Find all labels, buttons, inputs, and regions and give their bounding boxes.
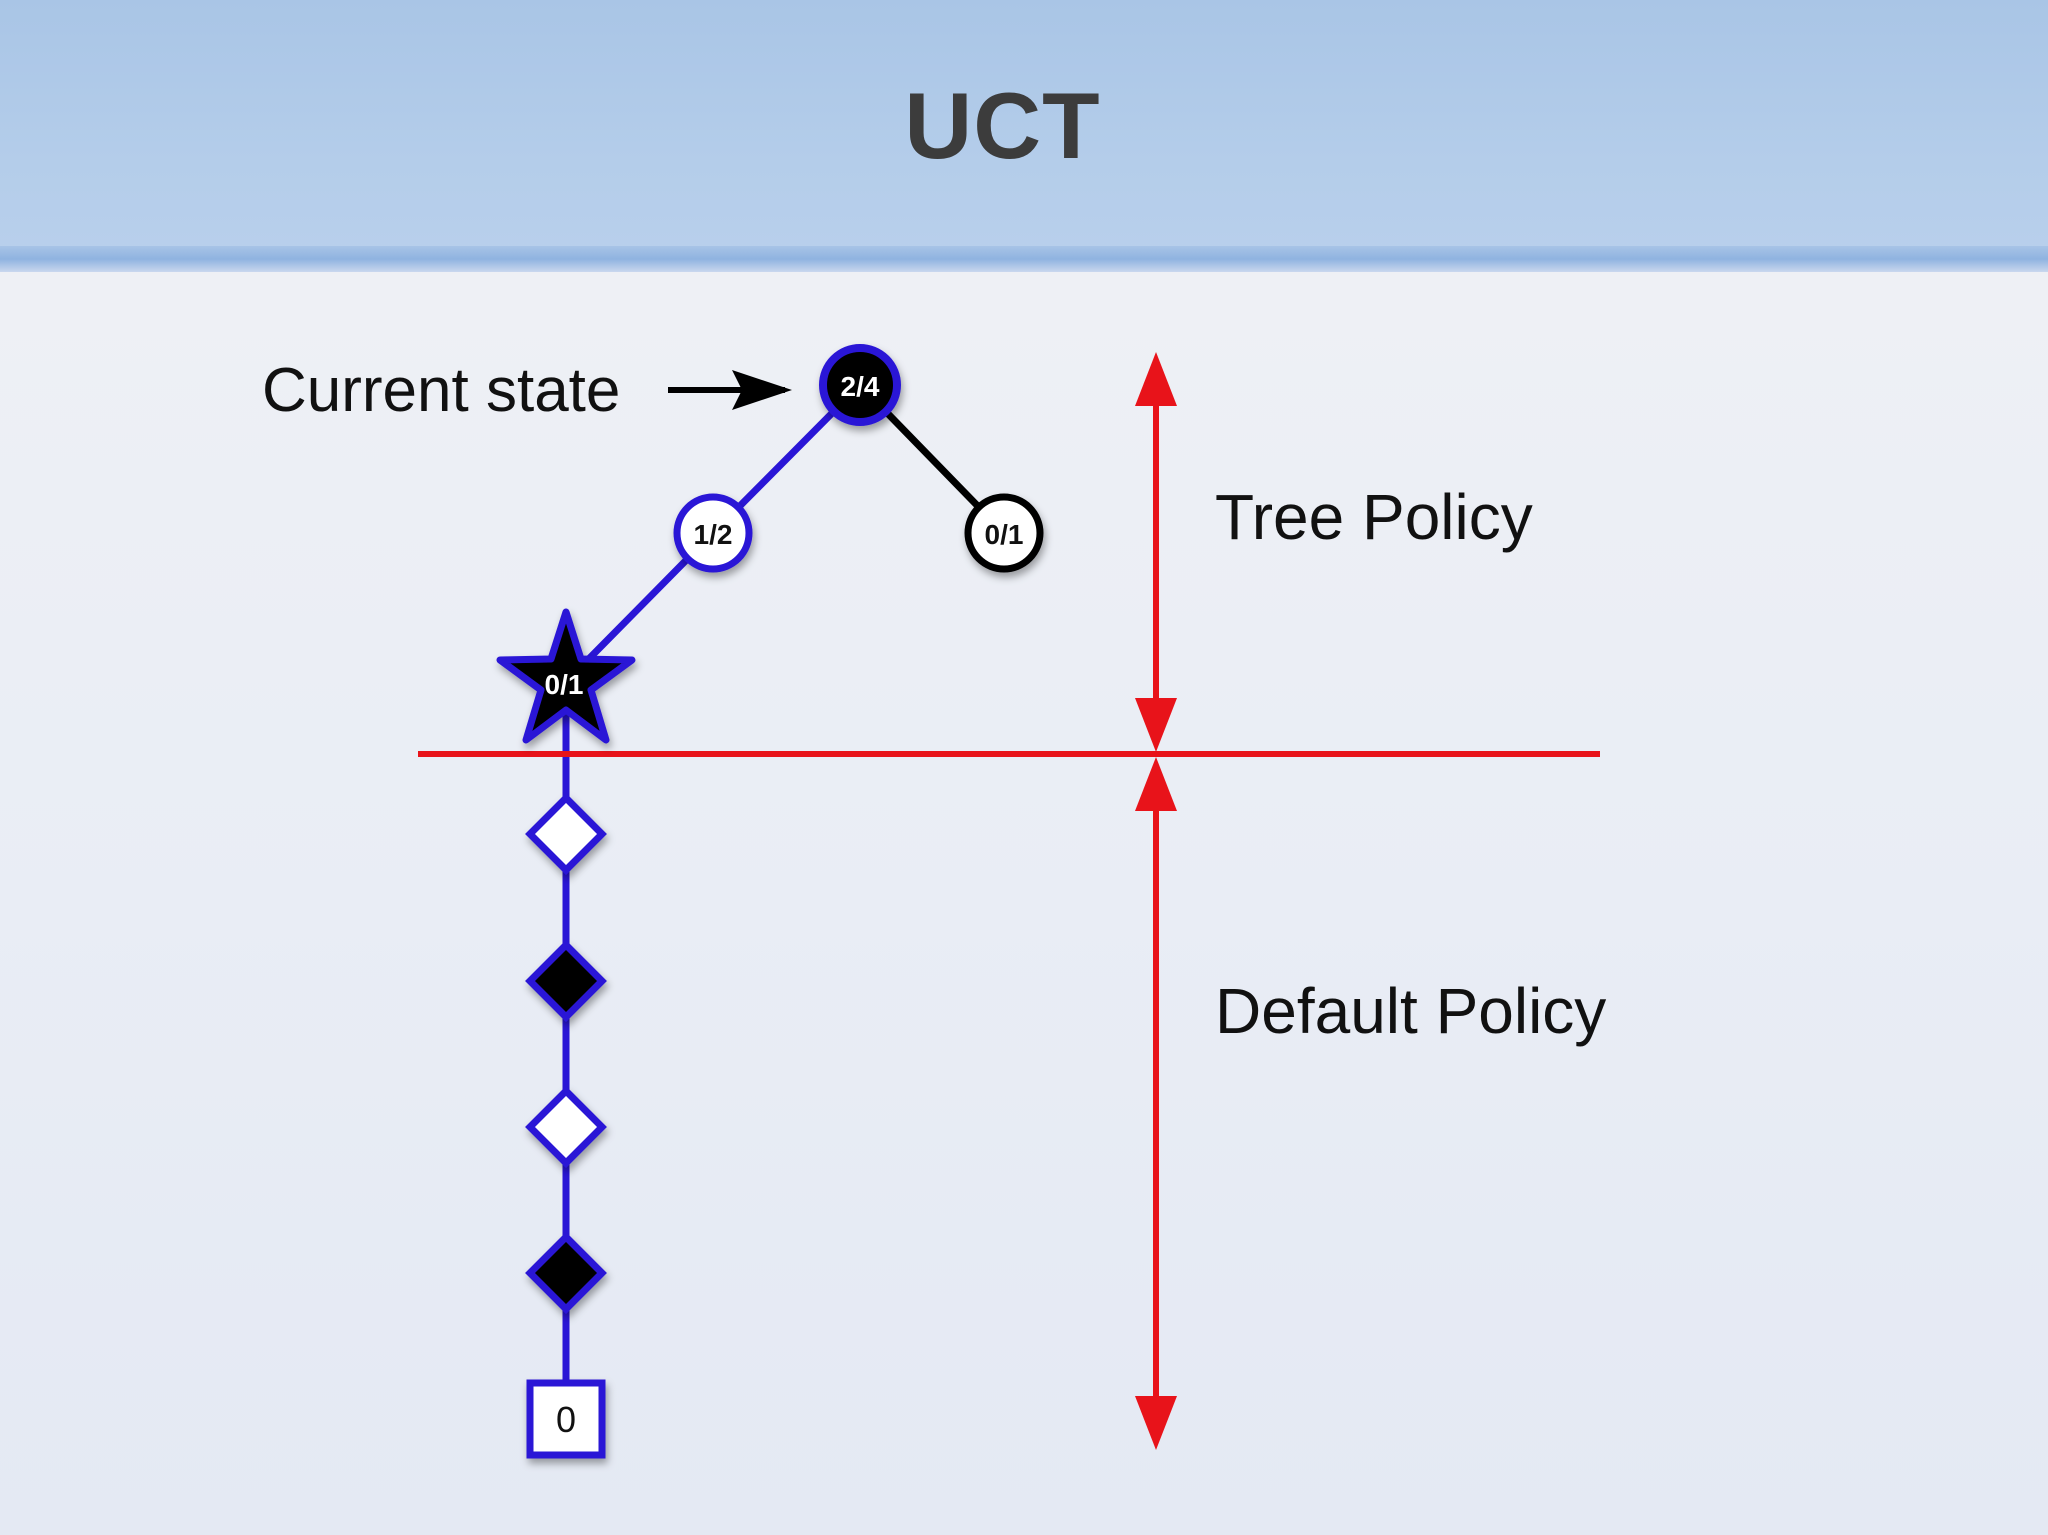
- tree-policy-label: Tree Policy: [1215, 481, 1533, 553]
- left-child-label: 1/2: [694, 519, 733, 550]
- expanded-node-label: 0/1: [545, 669, 584, 700]
- default-policy-label: Default Policy: [1215, 975, 1607, 1047]
- slide-content-background: [0, 272, 2048, 1535]
- diamond-white-icon: [525, 1086, 607, 1168]
- left-child-node: [673, 493, 753, 573]
- arrow-up-icon: [1135, 352, 1177, 406]
- header-band: [0, 246, 2048, 272]
- right-child-label: 0/1: [985, 519, 1024, 550]
- star-icon: [496, 608, 636, 744]
- root-node-label: 2/4: [841, 371, 880, 402]
- diamond-black-icon: [525, 1232, 607, 1314]
- arrow-up-icon: [1135, 757, 1177, 811]
- slide-title: UCT: [904, 73, 1101, 178]
- slide-header: [0, 0, 2048, 270]
- arrow-down-icon: [1135, 698, 1177, 752]
- current-state-label: Current state: [262, 356, 621, 425]
- right-child-node: [964, 493, 1044, 573]
- arrow-down-icon: [1135, 1396, 1177, 1450]
- terminal-node: [526, 1379, 606, 1459]
- terminal-value-label: 0: [556, 1399, 576, 1440]
- diamond-white-icon: [525, 793, 607, 875]
- diamond-black-icon: [525, 940, 607, 1022]
- root-node: [819, 344, 901, 426]
- arrowhead-icon: [732, 370, 792, 410]
